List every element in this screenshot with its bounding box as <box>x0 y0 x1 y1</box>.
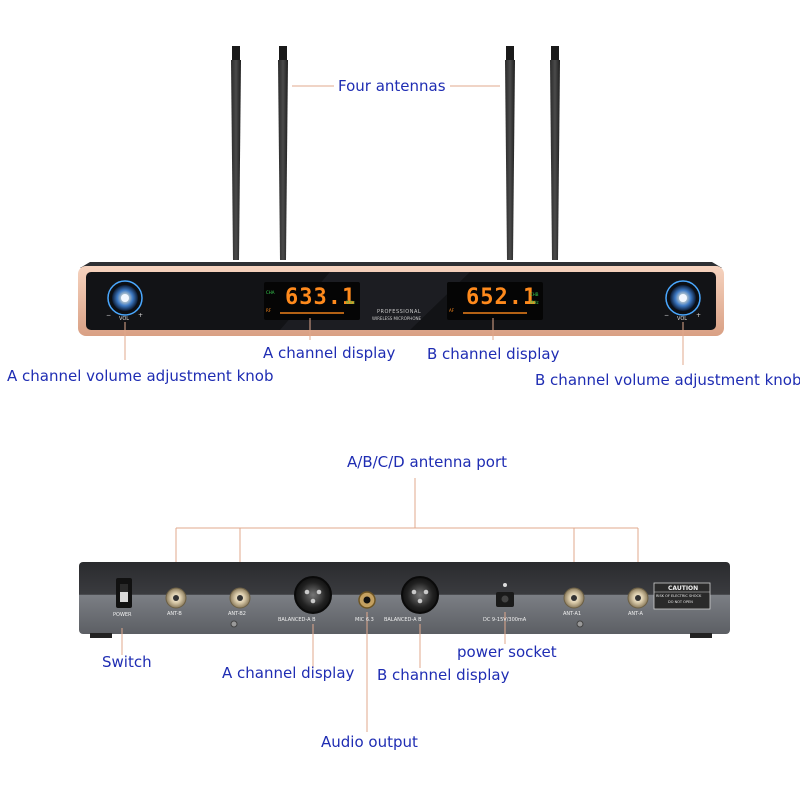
rear-caution-line1: RISK OF ELECTRIC SHOCK <box>656 594 702 598</box>
knob-b-plus: + <box>696 312 702 319</box>
xlr-output-b[interactable] <box>401 576 439 614</box>
front-receiver-illustration <box>78 46 724 365</box>
display-a <box>264 282 360 320</box>
knob-a-plus: + <box>138 312 144 319</box>
label-four-antennas: Four antennas <box>338 77 446 95</box>
port-ant-a[interactable] <box>627 587 649 609</box>
antenna-3 <box>505 46 515 260</box>
xlr-output-a[interactable] <box>294 576 332 614</box>
label-b-channel-display-top: B channel display <box>427 345 560 363</box>
power-switch[interactable] <box>116 578 132 608</box>
knob-a-vol: VOL <box>119 316 130 322</box>
knob-a-minus: − <box>106 312 112 319</box>
rear-caution-title: CAUTION <box>668 585 699 592</box>
display-b-mhz: MHz <box>530 300 539 305</box>
antenna-2 <box>278 46 288 260</box>
rear-balanced-a-text: BALANCED-A B <box>278 617 316 623</box>
label-b-channel-knob: B channel volume adjustment knob <box>535 371 800 389</box>
rear-ant-b2-text: ANT-B2 <box>228 611 246 617</box>
antenna-4 <box>550 46 560 260</box>
knob-b[interactable] <box>665 280 701 316</box>
audio-jack[interactable] <box>358 591 376 609</box>
label-power-socket: power socket <box>457 643 557 661</box>
knob-b-vol: VOL <box>677 316 688 322</box>
rear-caution-line2: DO NOT OPEN <box>668 600 693 604</box>
display-b-af: AF <box>449 308 455 313</box>
rear-ant-b-text: ANT-B <box>167 611 182 617</box>
display-a-rf: RF <box>266 308 272 313</box>
rear-receiver-illustration <box>79 478 730 732</box>
label-antenna-port: A/B/C/D antenna port <box>347 453 508 471</box>
rear-view: POWER ANT-B ANT-B2 BALANCED-A B MIC 6.3 … <box>0 400 800 800</box>
label-b-channel-display-bottom: B channel display <box>377 666 510 684</box>
front-brand-line1: PROFESSIONAL <box>377 309 422 315</box>
rear-ant-a1-text: ANT-A1 <box>563 611 582 617</box>
rear-balanced-b-text: BALANCED-A B <box>384 617 422 623</box>
display-a-value: 633.1 <box>285 285 357 310</box>
label-switch: Switch <box>102 653 152 671</box>
screw-right <box>576 620 584 628</box>
display-b-value: 652.1 <box>466 285 538 310</box>
rear-dc-text: DC 9-15V/300mA <box>483 617 527 623</box>
label-a-channel-display-top: A channel display <box>263 344 396 362</box>
label-audio-output: Audio output <box>321 733 418 751</box>
screw-left <box>230 620 238 628</box>
display-a-mhz: MHz <box>346 300 355 305</box>
label-a-channel-display-bottom: A channel display <box>222 664 355 682</box>
dc-power-socket[interactable] <box>496 583 514 607</box>
port-ant-a1[interactable] <box>563 587 585 609</box>
display-b-ch: CHB <box>530 292 539 297</box>
rear-mic-text: MIC 6.3 <box>355 617 374 623</box>
rear-power-text: POWER <box>113 612 132 618</box>
knob-b-minus: − <box>664 312 670 319</box>
rear-ant-a-text: ANT-A <box>628 611 643 617</box>
knob-a[interactable] <box>107 280 143 316</box>
caution-label <box>653 582 711 610</box>
display-a-ch: CHA <box>266 290 275 295</box>
port-ant-b2[interactable] <box>229 587 251 609</box>
front-brand-line2: WIRELESS MICROPHONE <box>372 316 421 321</box>
label-a-channel-knob: A channel volume adjustment knob <box>7 367 274 385</box>
front-view: 633.1 652.1 CHA CHB MHz MHz RF AF PROFES… <box>7 46 800 389</box>
display-b <box>447 282 543 320</box>
antenna-1 <box>231 46 241 260</box>
port-ant-b[interactable] <box>165 587 187 609</box>
